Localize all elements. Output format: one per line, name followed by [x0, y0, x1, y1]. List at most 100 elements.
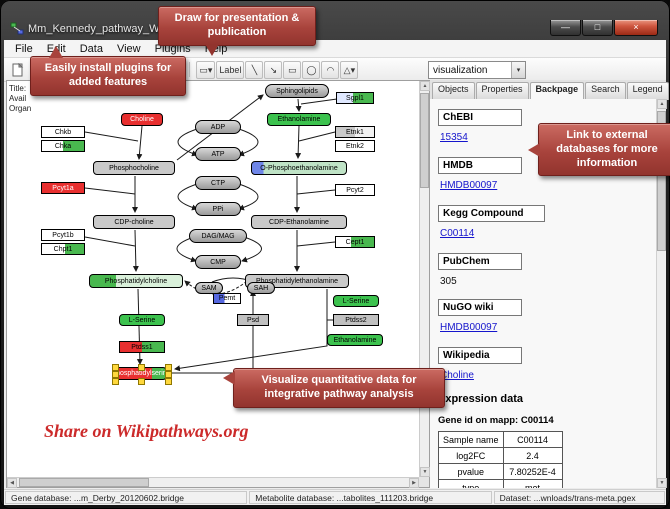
menu-data[interactable]: Data: [79, 42, 103, 55]
selection-handle[interactable]: [138, 364, 145, 371]
tab-legend[interactable]: Legend: [626, 82, 669, 100]
pathway-info-label: Avail: [9, 94, 27, 103]
close-button[interactable]: ×: [614, 20, 658, 36]
pathway-node-sgpl1[interactable]: Sgpl1: [336, 92, 374, 104]
pathway-node-chkb[interactable]: Chkb: [41, 126, 85, 138]
pathway-node-psd[interactable]: Psd: [237, 314, 269, 326]
callout-pointer-icon: [223, 371, 235, 385]
expression-table-cell: met: [502, 479, 563, 488]
external-db-link[interactable]: Choline: [440, 370, 474, 381]
pathway-node-chka[interactable]: Chka: [41, 140, 85, 152]
scroll-up-icon[interactable]: ▲: [420, 81, 430, 91]
arrow-tool-button[interactable]: ↘: [264, 61, 283, 80]
pathway-node-phosphatidylcholine[interactable]: Phosphatidylcholine: [89, 274, 183, 288]
callout-pointer-icon: [528, 142, 540, 157]
scroll-track[interactable]: [17, 478, 409, 487]
label-tool-button[interactable]: Label: [216, 60, 245, 79]
menu-file[interactable]: File: [15, 42, 33, 55]
pathway-node-o-phosphoethanolamine[interactable]: O-Phosphoethanolamine: [251, 161, 347, 175]
pathway-node-l-serine-right[interactable]: L-Serine: [333, 295, 379, 307]
new-file-button[interactable]: [8, 61, 28, 79]
titlebar[interactable]: Mm_Kennedy_pathway_WP1771_45176.gpml —□×: [0, 0, 670, 40]
oval-tool-button[interactable]: ◯: [302, 61, 321, 80]
pathway-node-pcyt1a[interactable]: Pcyt1a: [41, 182, 85, 194]
scroll-track[interactable]: [657, 109, 666, 478]
pathway-node-ptdss1[interactable]: Ptdss1: [119, 341, 165, 353]
menu-view[interactable]: View: [116, 42, 141, 55]
pathway-node-pcyt2[interactable]: Pcyt2: [335, 184, 375, 196]
pathway-node-cept1[interactable]: Cept1: [335, 236, 375, 248]
scroll-up-icon[interactable]: ▲: [657, 99, 667, 109]
pathway-node-chpt1[interactable]: Chpt1: [41, 243, 85, 255]
minimize-button[interactable]: —: [550, 20, 581, 36]
selection-handle[interactable]: [112, 370, 119, 378]
visualization-combobox[interactable]: visualization ▾: [428, 61, 526, 79]
pathway-node-cdp-choline[interactable]: CDP-choline: [93, 215, 175, 229]
tab-search[interactable]: Search: [585, 82, 626, 100]
scroll-thumb[interactable]: [420, 93, 429, 188]
pathway-node-ctp[interactable]: CTP: [195, 176, 241, 190]
pathway-node-pcyt1b[interactable]: Pcyt1b: [41, 229, 85, 241]
pathway-node-cmp[interactable]: CMP: [195, 255, 241, 269]
scroll-thumb[interactable]: [19, 478, 149, 487]
datanode-tool-button[interactable]: ▭▾: [196, 61, 216, 80]
callout-plugins-text: Easily install plugins for added feature…: [44, 62, 172, 88]
expression-table-cell: 2.4: [502, 447, 563, 464]
scroll-right-icon[interactable]: ▶: [409, 478, 419, 488]
pathway-node-ethanolamine-bottom[interactable]: Ethanolamine: [327, 334, 383, 346]
tab-properties[interactable]: Properties: [475, 82, 529, 100]
arc-tool-button[interactable]: ◠: [321, 61, 340, 80]
menu-plugins[interactable]: Plugins: [154, 42, 191, 55]
selection-handle[interactable]: [165, 378, 172, 385]
tab-objects[interactable]: Objects: [432, 82, 475, 100]
pathway-node-cdp-ethanolamine[interactable]: CDP-Ethanolamine: [251, 215, 347, 229]
rect-tool-button[interactable]: ▭: [283, 61, 302, 80]
pathway-node-ptdss2[interactable]: Ptdss2: [333, 314, 379, 326]
scroll-down-icon[interactable]: ▼: [420, 467, 430, 477]
tab-backpage[interactable]: Backpage: [529, 82, 585, 100]
pathway-node-sam[interactable]: SAM: [195, 282, 223, 294]
pathway-node-pemt[interactable]: Pemt: [213, 293, 241, 304]
scroll-down-icon[interactable]: ▼: [657, 478, 667, 488]
canvas-vertical-scrollbar[interactable]: ▲ ▼: [419, 81, 430, 477]
pathway-node-ppi[interactable]: PPi: [195, 202, 241, 216]
pathway-node-l-serine-left[interactable]: L-Serine: [119, 314, 165, 326]
pathway-node-atp[interactable]: ATP: [195, 147, 241, 161]
external-db-link[interactable]: C00114: [440, 228, 475, 239]
maximize-button[interactable]: □: [582, 20, 613, 36]
canvas-horizontal-scrollbar[interactable]: ◀ ▶: [7, 477, 419, 488]
external-db-link[interactable]: 15354: [440, 132, 468, 143]
toolbar-separator: [189, 62, 191, 77]
scroll-track[interactable]: [420, 91, 429, 467]
new-document-icon: [12, 62, 24, 76]
external-db-link[interactable]: HMDB00097: [440, 322, 498, 333]
pathway-node-dag-mag[interactable]: DAG/MAG: [189, 229, 247, 243]
scroll-left-icon[interactable]: ◀: [7, 478, 17, 488]
shape-tool-button[interactable]: △▾: [340, 61, 359, 80]
line-tool-button[interactable]: ╲: [245, 61, 264, 80]
backpage-section-title: HMDB: [438, 157, 522, 174]
pathway-node-etnk2[interactable]: Etnk2: [335, 140, 375, 152]
pathway-node-ethanolamine-top[interactable]: Ethanolamine: [267, 113, 331, 126]
pathway-node-sah[interactable]: SAH: [247, 282, 275, 294]
expression-table-cell: pvalue: [438, 463, 504, 480]
pathway-node-choline[interactable]: Choline: [121, 113, 163, 126]
sidebar-scrollbar[interactable]: ▲ ▼: [656, 99, 667, 488]
scroll-thumb[interactable]: [657, 111, 666, 251]
pathway-node-sphingolipids[interactable]: Sphingolipids: [265, 84, 329, 98]
external-db-link[interactable]: HMDB00097: [440, 180, 498, 191]
pathway-node-adp[interactable]: ADP: [195, 120, 241, 134]
selection-handle[interactable]: [112, 378, 119, 385]
pathway-node-etnk1[interactable]: Etnk1: [335, 126, 375, 138]
chevron-down-icon: ▾: [511, 62, 525, 78]
selection-handle[interactable]: [138, 378, 145, 385]
expression-data-heading: Expression data: [438, 393, 523, 405]
pathway-node-phosphocholine[interactable]: Phosphocholine: [93, 161, 175, 175]
selection-handle[interactable]: [165, 370, 172, 378]
